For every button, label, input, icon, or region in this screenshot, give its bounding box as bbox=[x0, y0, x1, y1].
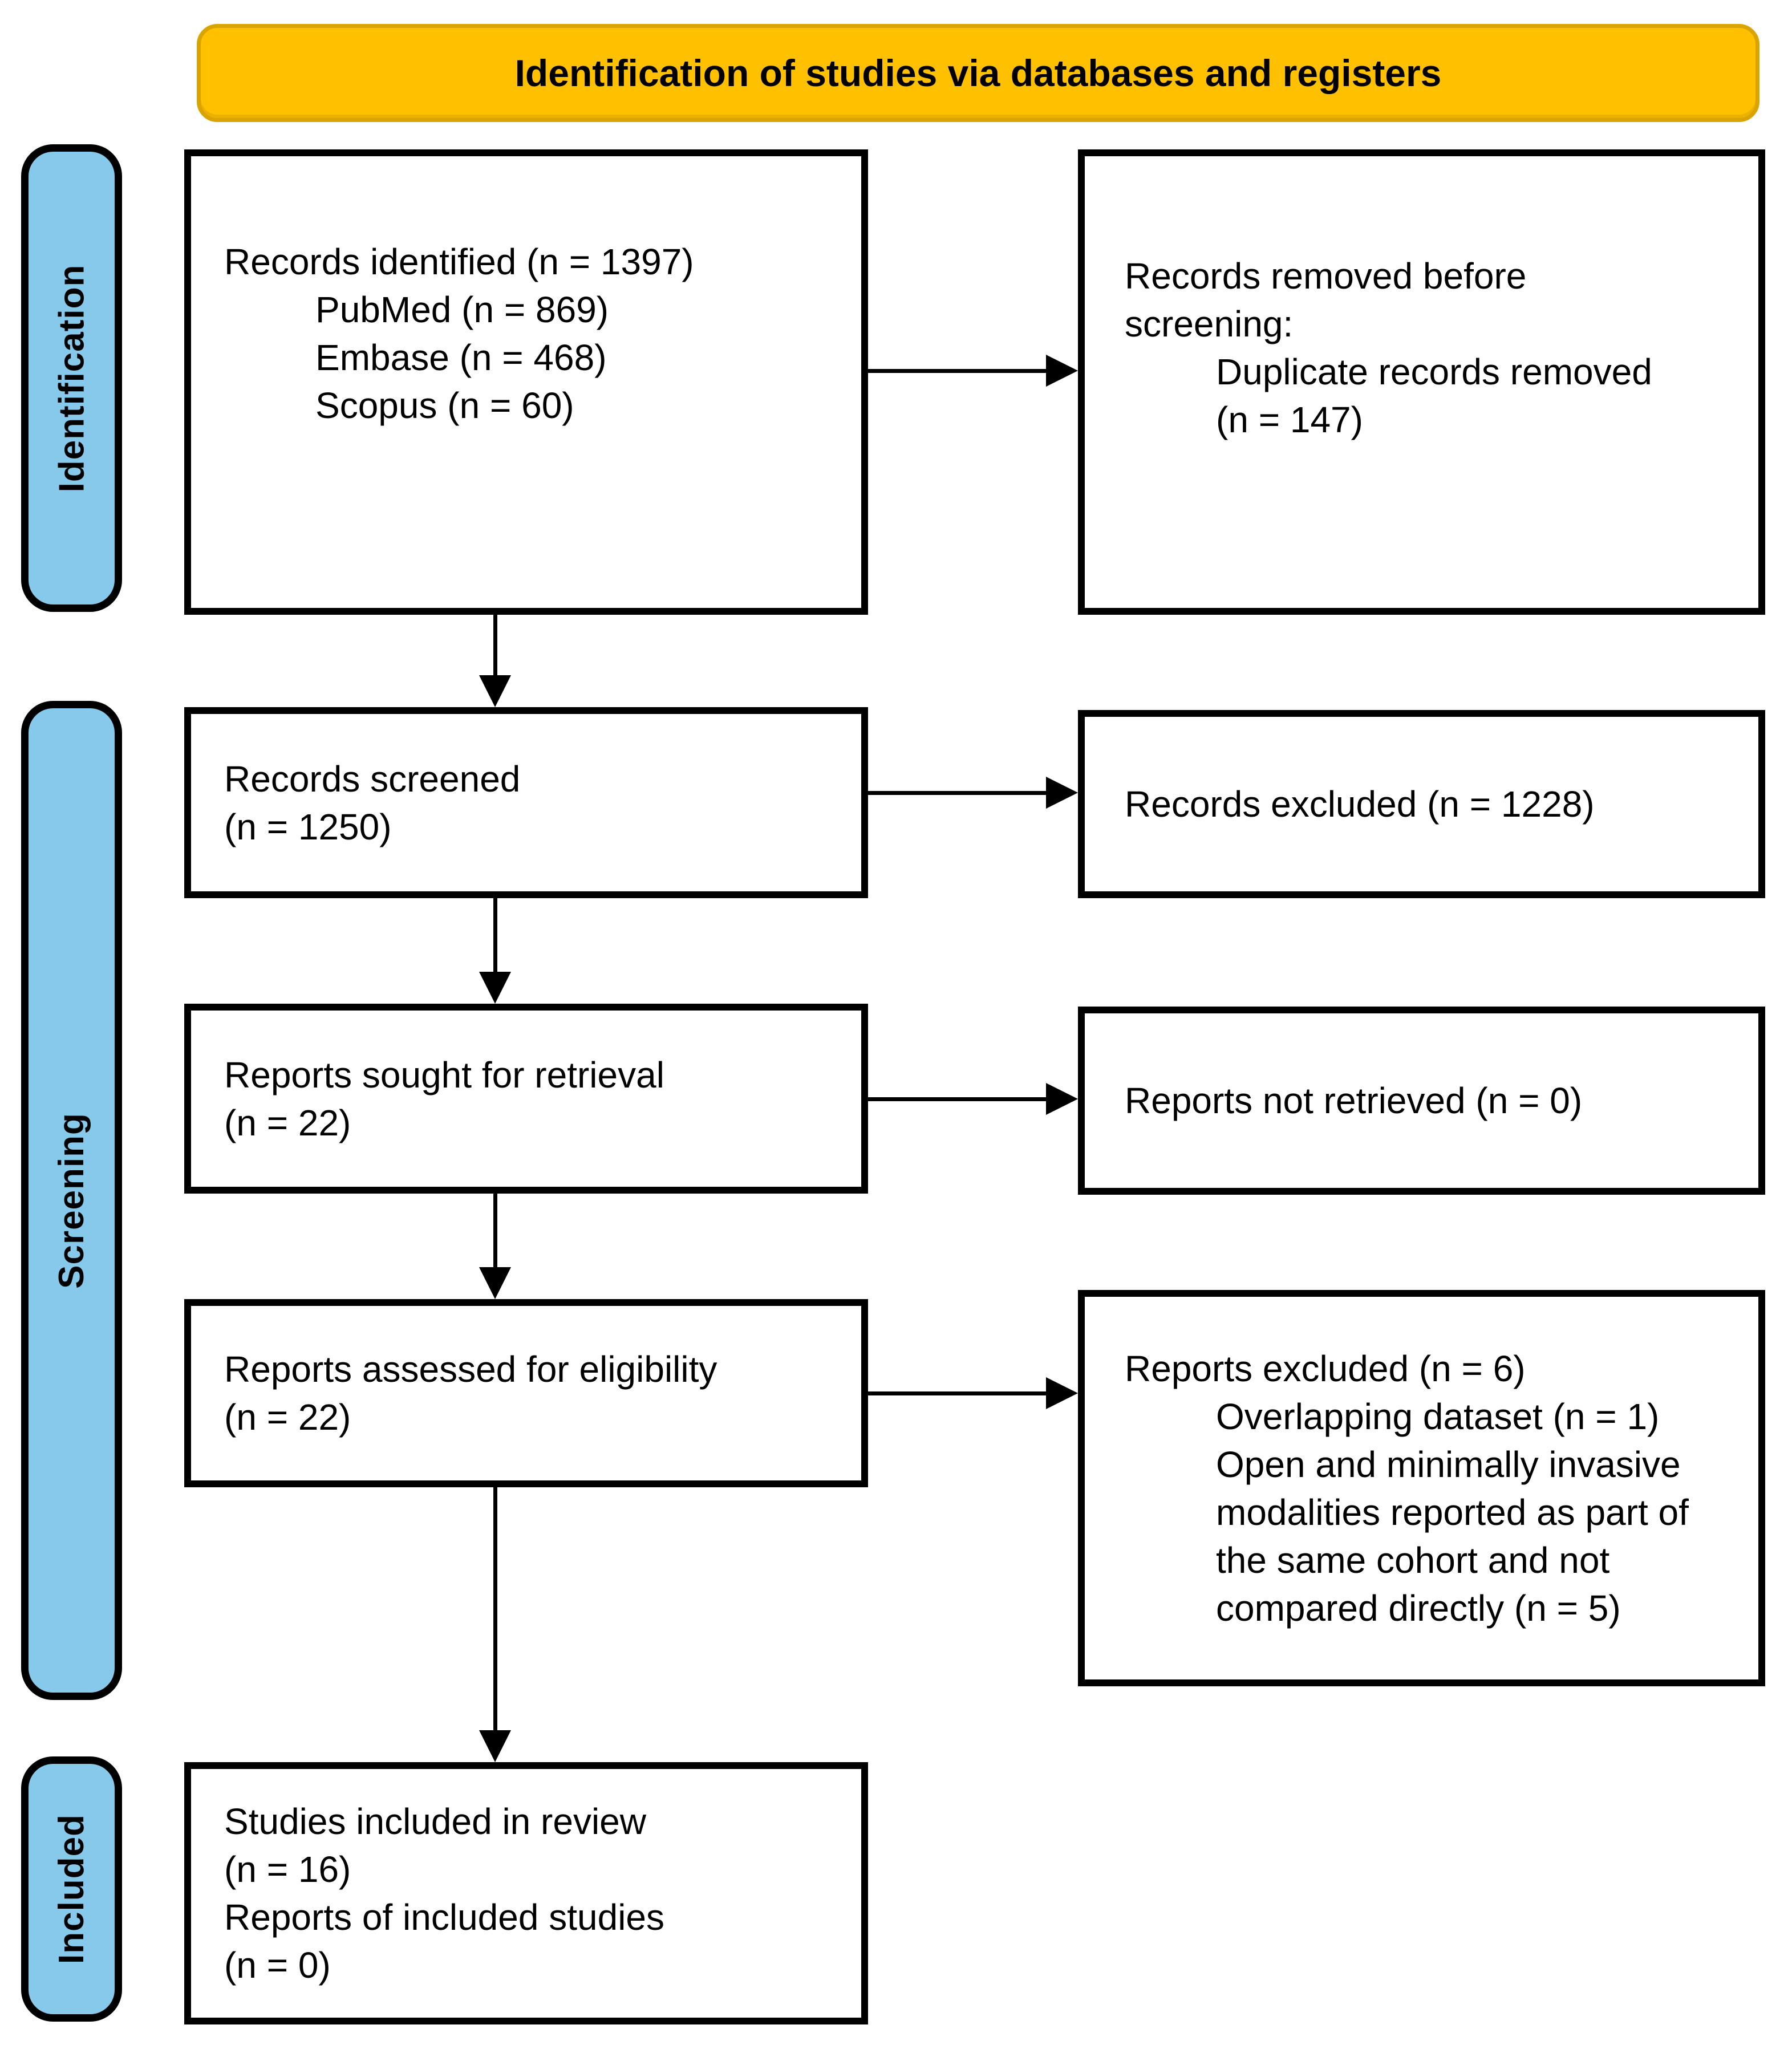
box-reports-excluded: Reports excluded (n = 6) Overlapping dat… bbox=[1078, 1290, 1765, 1686]
box-reports-sought: Reports sought for retrieval (n = 22) bbox=[184, 1004, 868, 1194]
text-line: (n = 147) bbox=[1216, 399, 1363, 440]
box-records-excluded: Records excluded (n = 1228) bbox=[1078, 710, 1765, 898]
arrow-assessed-to-reportsexcluded-shaft bbox=[868, 1391, 1049, 1395]
text-line: Embase (n = 468) bbox=[315, 337, 607, 378]
sidebar-label-identification: Identification bbox=[52, 264, 91, 492]
text-line: Scopus (n = 60) bbox=[315, 385, 574, 426]
arrow-screened-to-sought-head bbox=[479, 972, 511, 1004]
text-line: Reports sought for retrieval bbox=[224, 1054, 664, 1095]
text-line: Records removed before bbox=[1125, 255, 1527, 297]
sidebar-stage-screening: Screening bbox=[21, 701, 122, 1700]
text-line: Reports assessed for eligibility bbox=[224, 1349, 717, 1390]
text-line: Overlapping dataset (n = 1) bbox=[1216, 1395, 1660, 1437]
text-line: Records screened bbox=[224, 758, 521, 800]
sidebar-label-screening: Screening bbox=[52, 1112, 91, 1289]
sidebar-stage-included: Included bbox=[21, 1756, 122, 2022]
box-records-screened: Records screened (n = 1250) bbox=[184, 707, 868, 898]
text-line: Reports of included studies bbox=[224, 1897, 664, 1938]
arrow-assessed-to-reportsexcluded-head bbox=[1046, 1377, 1078, 1409]
arrow-identified-to-screened-shaft bbox=[493, 615, 497, 679]
box-reports-not-retrieved: Reports not retrieved (n = 0) bbox=[1078, 1007, 1765, 1195]
text-line: modalities reported as part of bbox=[1216, 1491, 1689, 1533]
banner-title: Identification of studies via databases … bbox=[514, 52, 1442, 94]
text-line: screening: bbox=[1125, 303, 1294, 344]
arrow-screened-to-sought-shaft bbox=[493, 898, 497, 974]
text-line: (n = 1250) bbox=[224, 806, 392, 847]
text-line: compared directly (n = 5) bbox=[1216, 1587, 1621, 1629]
box-reports-assessed: Reports assessed for eligibility (n = 22… bbox=[184, 1299, 868, 1487]
arrow-sought-to-notretrieved-shaft bbox=[868, 1097, 1049, 1101]
arrow-sought-to-assessed-shaft bbox=[493, 1194, 497, 1269]
arrow-identified-to-removed-shaft bbox=[868, 369, 1049, 373]
text-line: (n = 22) bbox=[224, 1397, 351, 1438]
arrow-screened-to-excluded-shaft bbox=[868, 791, 1049, 795]
box-studies-included: Studies included in review (n = 16) Repo… bbox=[184, 1762, 868, 2024]
text-line: the same cohort and not bbox=[1216, 1539, 1610, 1581]
arrow-screened-to-excluded-head bbox=[1046, 777, 1078, 809]
box-records-removed-before-screening: Records removed before screening: Duplic… bbox=[1078, 149, 1765, 615]
text-line: Open and minimally invasive bbox=[1216, 1443, 1681, 1485]
text-line: Records identified (n = 1397) bbox=[224, 241, 694, 282]
banner: Identification of studies via databases … bbox=[197, 24, 1759, 122]
text-line: Reports excluded (n = 6) bbox=[1125, 1348, 1526, 1389]
text-line: PubMed (n = 869) bbox=[315, 289, 609, 330]
text-line: Reports not retrieved (n = 0) bbox=[1125, 1080, 1583, 1121]
arrow-sought-to-assessed-head bbox=[479, 1267, 511, 1299]
text-line: (n = 16) bbox=[224, 1849, 351, 1890]
arrow-assessed-to-included-shaft bbox=[493, 1487, 497, 1732]
text-line: (n = 0) bbox=[224, 1945, 331, 1986]
box-records-identified: Records identified (n = 1397) PubMed (n … bbox=[184, 149, 868, 615]
arrow-identified-to-screened-head bbox=[479, 675, 511, 707]
sidebar-label-included: Included bbox=[52, 1814, 91, 1964]
sidebar-stage-identification: Identification bbox=[21, 144, 122, 612]
text-line: Studies included in review bbox=[224, 1801, 646, 1842]
text-line: (n = 22) bbox=[224, 1102, 351, 1143]
arrow-sought-to-notretrieved-head bbox=[1046, 1083, 1078, 1115]
text-line: Duplicate records removed bbox=[1216, 351, 1652, 392]
text-line: Records excluded (n = 1228) bbox=[1125, 784, 1595, 825]
arrow-identified-to-removed-head bbox=[1046, 355, 1078, 387]
arrow-assessed-to-included-head bbox=[479, 1730, 511, 1762]
